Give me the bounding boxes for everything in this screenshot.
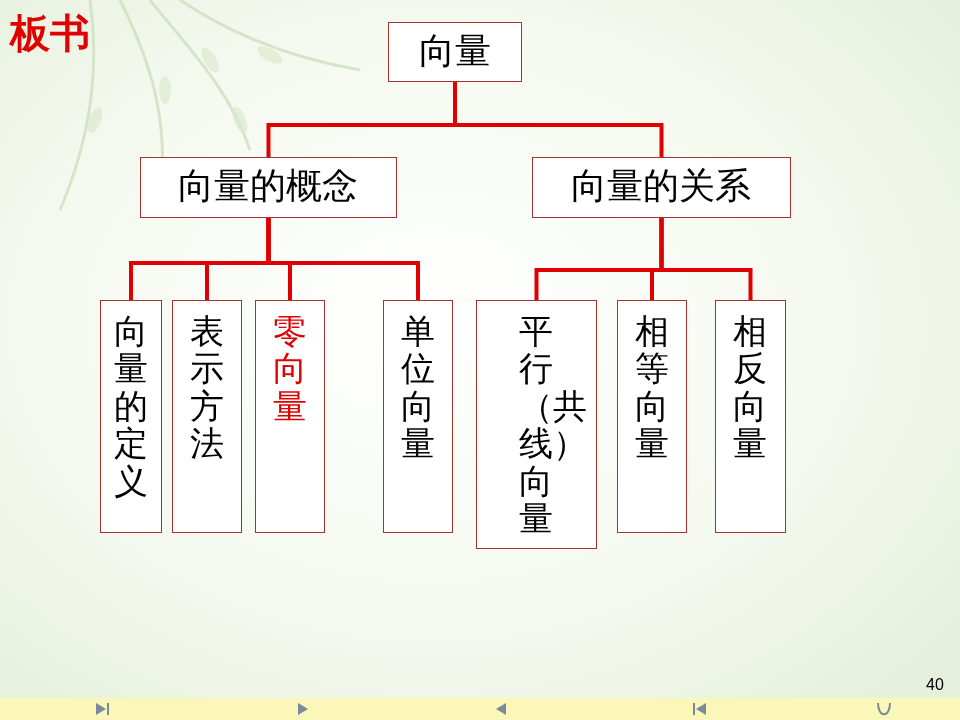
- subtopic-box: 相等向量: [617, 300, 687, 533]
- tree-connector: [269, 82, 456, 157]
- subtopic-box: 单位向量: [383, 300, 453, 533]
- node-text: 单位向量: [401, 313, 435, 463]
- willow-leaves: [85, 43, 286, 135]
- willow-branches: [60, 0, 360, 210]
- node-text: 向量: [419, 30, 491, 73]
- nav-buttons: [96, 703, 890, 715]
- tree-connector: [269, 218, 291, 300]
- tree-connector: [207, 218, 269, 300]
- tree-connector: [269, 218, 419, 300]
- board-title: 板书: [10, 6, 90, 61]
- topic-box: 向量的概念: [140, 157, 397, 218]
- node-text: 表示方法: [190, 313, 224, 463]
- page-number: 40: [926, 676, 944, 694]
- tree-connector: [455, 82, 662, 157]
- node-text: 零向量: [273, 313, 307, 425]
- node-text: 相等向量: [635, 313, 669, 463]
- subtopic-box: 表示方法: [172, 300, 242, 533]
- subtopic-box: 相反向量: [715, 300, 786, 533]
- tree-connector: [131, 218, 269, 300]
- node-text: 向量的定义: [114, 313, 148, 500]
- node-text: 相反向量: [733, 313, 767, 463]
- tree-connector: [537, 218, 662, 300]
- topic-box: 向量: [388, 22, 522, 82]
- nav-bar: [0, 698, 960, 720]
- tree-connector: [662, 218, 751, 300]
- node-text: 向量的概念: [178, 165, 358, 208]
- node-text: 向量的关系: [571, 165, 751, 208]
- subtopic-box: 零向量: [255, 300, 325, 533]
- subtopic-box: 平行（共线）向量: [476, 300, 597, 549]
- topic-box: 向量的关系: [532, 157, 791, 218]
- node-text: 平行（共线）向量: [519, 313, 553, 537]
- subtopic-box: 向量的定义: [100, 300, 162, 533]
